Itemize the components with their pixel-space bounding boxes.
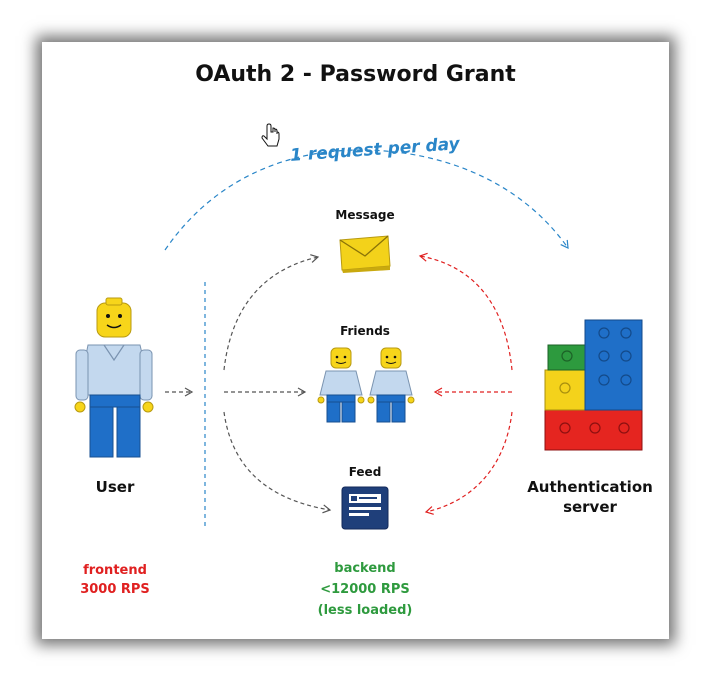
arrow-to-message [223, 254, 320, 371]
friend-figure-left [317, 347, 365, 423]
message-label: Message [335, 208, 395, 222]
feed-screen-icon [341, 486, 389, 530]
message-envelope-icon [339, 235, 391, 273]
feed-label: Feed [348, 465, 382, 479]
frontend-label: frontend [83, 563, 147, 578]
user-lego-figure [74, 297, 154, 458]
auth-server-label-line1: Authentication [527, 478, 653, 496]
diagram-title: OAuth 2 - Password Grant [195, 62, 516, 87]
diagram-frame [42, 42, 669, 639]
arrow-to-feed [223, 411, 332, 514]
frontend-rps: 3000 RPS [80, 582, 150, 597]
friend-figure-right [367, 347, 415, 423]
hand-cursor-icon [261, 123, 280, 147]
backend-label: backend [334, 561, 396, 576]
auth-server-lego-bricks [544, 319, 643, 451]
backend-rps: <12000 RPS [320, 582, 410, 597]
friends-label: Friends [340, 324, 390, 338]
user-label: User [95, 478, 135, 496]
auth-server-label-line2: server [563, 498, 617, 516]
auth-arrow-to-message [418, 252, 513, 371]
top-request-arc [164, 149, 569, 251]
auth-arrow-to-feed [424, 411, 513, 515]
backend-load-note: (less loaded) [317, 603, 413, 618]
